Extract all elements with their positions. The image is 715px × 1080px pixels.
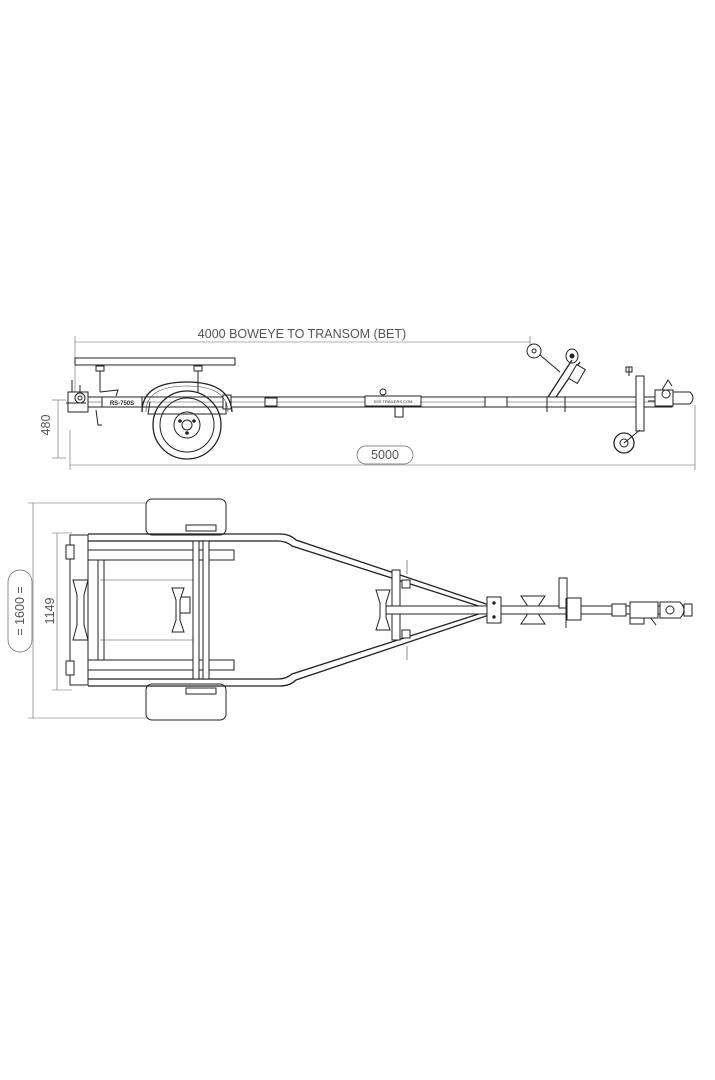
hitch-coupling: [648, 379, 694, 407]
height-label: 480: [39, 415, 53, 436]
wheel-assembly: [141, 381, 233, 460]
length-label: 5000: [371, 448, 399, 462]
model-label: RS-750S: [110, 401, 134, 407]
track-width-label: 1149: [43, 598, 57, 625]
winch-top: [558, 577, 693, 628]
bet-label: 4000 BOWEYE TO TRANSOM (BET): [198, 327, 406, 341]
jockey-wheel: [613, 366, 645, 454]
overall-width-dimension: = 1600 =: [7, 502, 150, 719]
website-label: SSS TRAILERS.COM: [373, 399, 412, 404]
height-dimension: 480: [39, 399, 66, 459]
bet-dimension: 4000 BOWEYE TO TRANSOM (BET): [74, 327, 531, 395]
chassis-beam: SSS TRAILERS.COM: [85, 388, 673, 418]
rear-assembly: RS-750S: [66, 380, 143, 426]
top-view: = 1600 = 1149: [7, 498, 693, 721]
front-cross-brace: [391, 560, 411, 660]
frame-rails: [65, 533, 496, 687]
bunks: [87, 549, 235, 671]
length-dimension: 5000: [69, 405, 696, 470]
overall-width-label: = 1600 =: [13, 586, 27, 635]
axle-members: [97, 540, 210, 680]
mudguards: [145, 498, 227, 721]
bunk-board: [74, 357, 236, 392]
winch-post: [526, 343, 587, 412]
side-view: 4000 BOWEYE TO TRANSOM (BET) SSS TRAILER…: [39, 327, 696, 470]
track-width-dimension: 1149: [43, 532, 72, 691]
rollers: [72, 579, 546, 641]
